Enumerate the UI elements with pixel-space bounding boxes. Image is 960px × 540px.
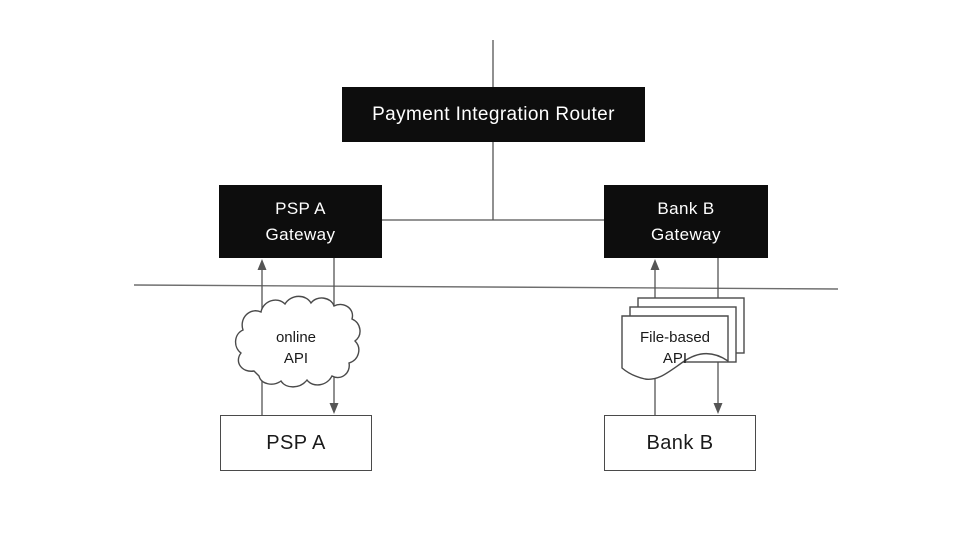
file-api-documents-icon (621, 297, 745, 380)
online-api-label-line1: online (275, 329, 317, 346)
file-api-label-line1: File-based (639, 329, 711, 346)
psp-gateway-label-line1: PSP A (275, 198, 326, 218)
router-label: Payment Integration Router (372, 103, 615, 125)
psp-gateway-node: PSP A Gateway (219, 185, 382, 258)
psp-down-arrowhead (329, 403, 339, 414)
psp-gateway-label-line2: Gateway (265, 224, 336, 244)
bank-down-arrowhead (713, 403, 723, 414)
bank-label: Bank B (646, 431, 714, 454)
bank-up-arrowhead (650, 259, 660, 270)
document-sheet-front (621, 315, 729, 380)
online-api-cloud-shape (234, 295, 361, 388)
bank-node: Bank B (604, 415, 756, 471)
bank-gateway-node: Bank B Gateway (604, 185, 768, 258)
file-api-label-line2: API (662, 350, 688, 367)
bank-gateway-label-line2: Gateway (651, 224, 721, 244)
file-api-label: File-based API (623, 327, 727, 369)
psp-label: PSP A (266, 431, 326, 454)
online-api-label-line2: API (283, 350, 309, 367)
psp-up-arrowhead (257, 259, 267, 270)
psp-node: PSP A (220, 415, 372, 471)
router-node: Payment Integration Router (342, 87, 645, 142)
boundary-separator-line (133, 284, 839, 290)
bank-gateway-label-line1: Bank B (657, 198, 715, 218)
online-api-label: online API (244, 327, 348, 369)
